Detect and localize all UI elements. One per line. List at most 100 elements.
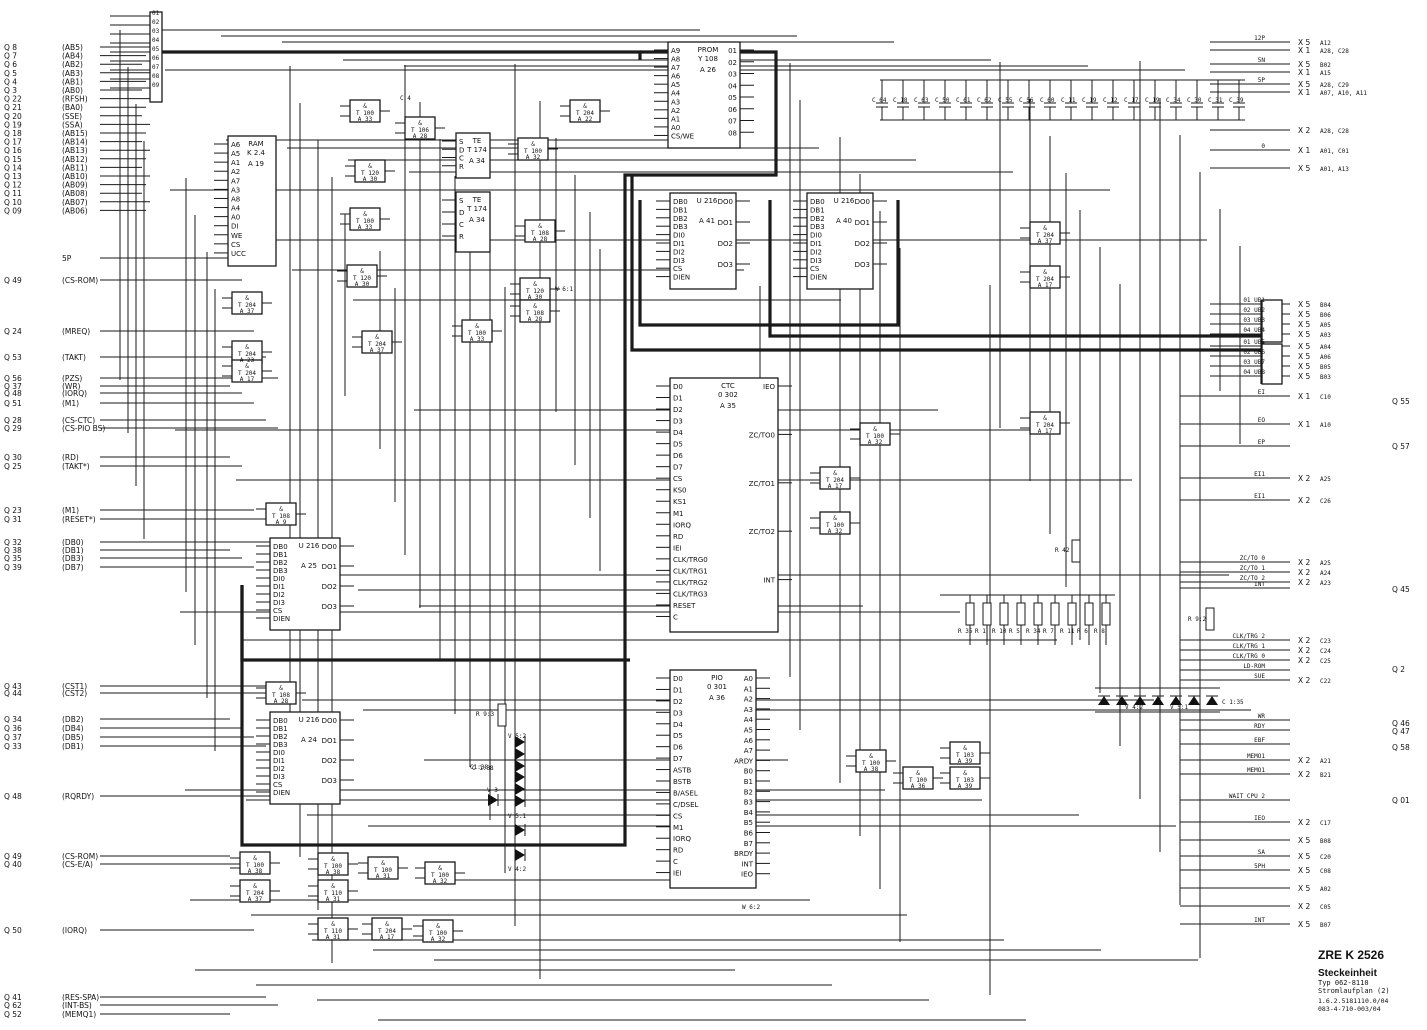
diode-label: V 4:2 [508, 866, 526, 873]
gate-id: A 39 [958, 783, 973, 790]
resistor-label: R 7 [1043, 628, 1054, 635]
chip-type: U 216 [299, 542, 320, 550]
signal-name: (CST1) [62, 682, 87, 691]
gate-id: A 31 [326, 934, 341, 941]
pin-label: DI2 [273, 591, 285, 599]
resistor [1071, 539, 1081, 563]
pin-label: DO2 [855, 240, 870, 248]
logic-gate [902, 766, 934, 790]
gate-id: A 28 [528, 316, 543, 323]
pin-label: IEI [673, 544, 682, 552]
signal-q-label: Q 44 [4, 689, 22, 698]
signal-name: 5P [1258, 77, 1266, 84]
connector-id: X 5 [1298, 884, 1311, 893]
signal-name: ZC/TO 1 [1240, 565, 1266, 572]
gate-symbol: & [475, 323, 479, 330]
logic-gate [265, 681, 297, 705]
signal-q-label: Q 41 [4, 993, 22, 1002]
connector-id: X 5 [1298, 342, 1311, 351]
gate-symbol: & [331, 883, 335, 890]
logic-gate [855, 749, 887, 773]
pin-number: 02 [152, 19, 160, 26]
gate-id: A 32 [828, 528, 843, 535]
pin-label: DI0 [273, 749, 285, 757]
gate-id: A 39 [958, 758, 973, 765]
gate-id: A 30 [528, 294, 543, 301]
signal-name: IEO [1254, 815, 1265, 822]
connector-id: X 5 [1298, 352, 1311, 361]
signal-name: (AB09) [62, 181, 88, 190]
signal-name: (CS-ROM) [62, 852, 98, 861]
pin-label: DI0 [810, 232, 822, 240]
signal-name: EP [1258, 439, 1266, 446]
signal-name: 12P [1254, 35, 1265, 42]
gate-type: T 204 [238, 370, 256, 377]
pin-label: DI1 [273, 757, 285, 765]
pin-label: DIEN [273, 615, 290, 623]
chip-type: TE [472, 137, 482, 145]
pin-label: CLK/TRG3 [673, 590, 708, 598]
pin-label: D0 [673, 675, 683, 683]
signal-name: (RD) [62, 453, 79, 462]
capacitor-label: C 62 [977, 97, 992, 104]
gate-type: T 204 [368, 341, 386, 348]
pin-label: A6 [744, 737, 754, 745]
gate-symbol: & [245, 295, 249, 302]
pin-label: DI2 [273, 765, 285, 773]
connector-id: X 1 [1298, 68, 1311, 77]
connector-pin: A25 [1320, 560, 1331, 567]
pin-label: 06 [728, 106, 737, 114]
connector-pin: C05 [1320, 904, 1331, 911]
gate-symbol: & [253, 883, 257, 890]
diode-array [1170, 696, 1182, 705]
connector-id: X 5 [1298, 836, 1311, 845]
pin-label: DI2 [673, 248, 685, 256]
gate-id: A 37 [370, 347, 385, 354]
signal-name: (AB12) [62, 155, 88, 164]
resistor-label: R 42 [1055, 547, 1070, 554]
pin-label: DI1 [673, 240, 685, 248]
resistor [965, 602, 975, 626]
pin-label: DB2 [810, 215, 825, 223]
connector-id: X 5 [1298, 362, 1311, 371]
wire [162, 50, 642, 60]
connector-pin: B02 [1320, 62, 1331, 69]
gate-id: A 37 [1038, 238, 1053, 245]
gate-type: T 100 [356, 218, 374, 225]
connector-id: X 2 [1298, 568, 1311, 577]
pin-label: DI3 [273, 599, 285, 607]
pin-label: D4 [673, 721, 683, 729]
pin-label: R [459, 163, 464, 171]
signal-name: (AB3) [62, 69, 83, 78]
signal-name: (M1) [62, 506, 79, 515]
pin-label: DI3 [810, 257, 822, 265]
resistor [1033, 602, 1043, 626]
connector-id: X 2 [1298, 126, 1311, 135]
pin-label: CS [273, 781, 283, 789]
resistor-label: R 35 [958, 628, 973, 635]
signal-q-label: Q 21 [4, 103, 22, 112]
signal-name: (RFSH) [62, 95, 88, 104]
signal-q-label: Q 23 [4, 506, 22, 515]
pin-label: CLK/TRG2 [673, 579, 708, 587]
pin-label: DO3 [322, 777, 337, 785]
logic-gate [524, 219, 556, 243]
pin-label: C [673, 613, 678, 621]
gate-symbol: & [363, 103, 367, 110]
chip-part: 0 301 [707, 683, 727, 691]
pin-label: ZC/TO0 [749, 431, 775, 439]
connector-pin: A28, C28 [1320, 128, 1349, 135]
signal-q-label: Q 28 [4, 416, 22, 425]
diode-label: V 5:1 [508, 813, 526, 820]
signal-name: CLK/TRG 1 [1232, 643, 1265, 650]
pin-label: DI1 [810, 240, 822, 248]
connector-id: X 2 [1298, 818, 1311, 827]
gate-type: T 100 [374, 867, 392, 874]
pin-label: D5 [673, 732, 683, 740]
chip-part: T 174 [466, 205, 487, 213]
connector-pin: C24 [1320, 648, 1331, 655]
connector-id: X 1 [1298, 392, 1311, 401]
pin-label: 08 [728, 129, 737, 137]
diode-label: V 5:2 [508, 733, 526, 740]
gate-symbol: & [916, 770, 920, 777]
